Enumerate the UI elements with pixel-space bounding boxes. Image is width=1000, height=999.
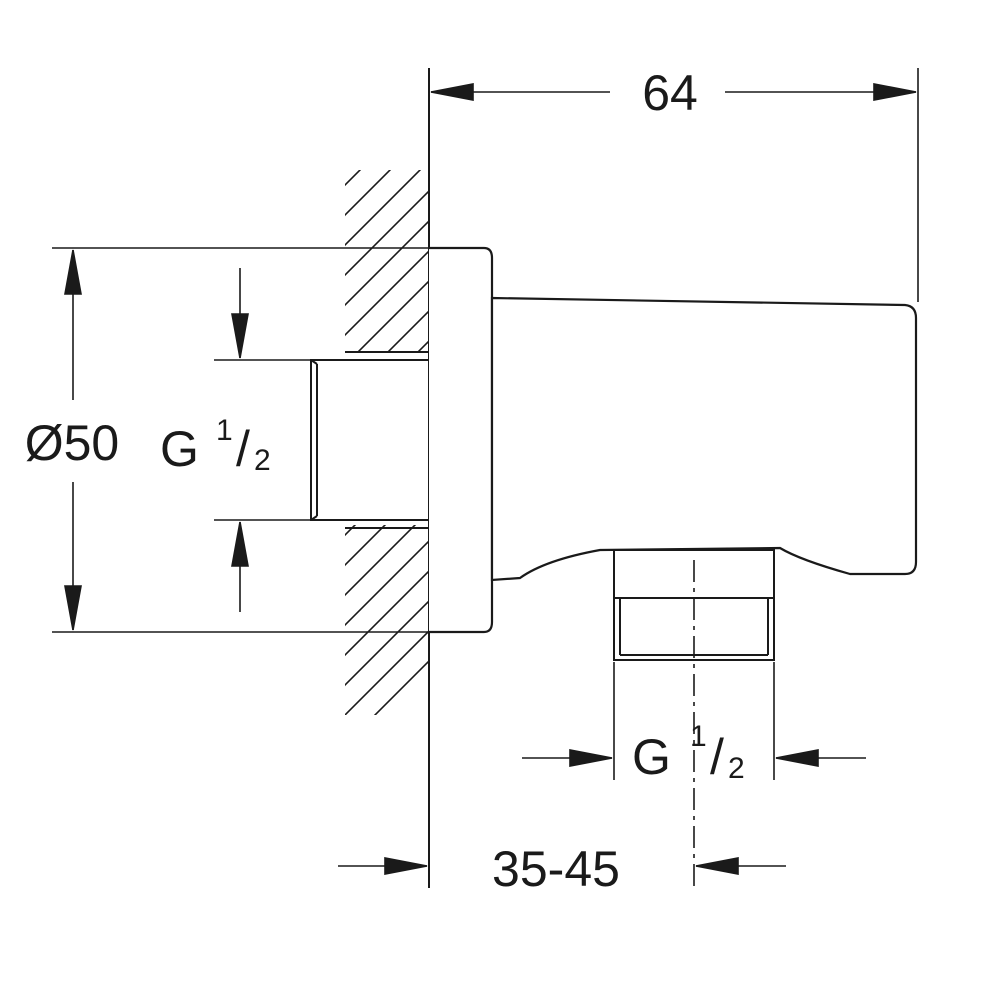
dimension-diameter	[64, 249, 82, 631]
inlet-thread-letter: G	[160, 421, 199, 477]
wall-hatch-top	[345, 170, 428, 352]
inlet-thread-numerator: 1	[216, 414, 233, 447]
outlet-thread-numerator: 1	[690, 720, 707, 753]
dimension-projection	[338, 857, 786, 875]
dimension-diameter-label: Ø50	[25, 415, 120, 471]
connector-body	[490, 296, 918, 582]
rosette-flange	[429, 246, 494, 634]
dimension-outlet-thread	[522, 749, 866, 767]
wall-hatching	[345, 170, 428, 715]
inlet-pipe	[310, 351, 430, 529]
wall-hatch-bottom	[345, 525, 428, 715]
outlet-thread-letter: G	[632, 729, 671, 785]
dimension-width-label: 64	[642, 65, 698, 121]
inlet-thread-slash: /	[236, 421, 250, 477]
dimension-inlet-thread	[231, 268, 249, 612]
outlet-thread-label: G 1 / 2	[632, 720, 745, 785]
outlet-thread-slash: /	[710, 729, 724, 785]
outlet-thread-denominator: 2	[728, 752, 745, 785]
extension-lines	[52, 68, 919, 780]
inlet-thread-label: G 1 / 2	[160, 414, 271, 477]
dimension-width	[430, 83, 917, 101]
dimension-projection-label: 35-45	[492, 841, 620, 897]
inlet-thread-denominator: 2	[254, 444, 271, 477]
